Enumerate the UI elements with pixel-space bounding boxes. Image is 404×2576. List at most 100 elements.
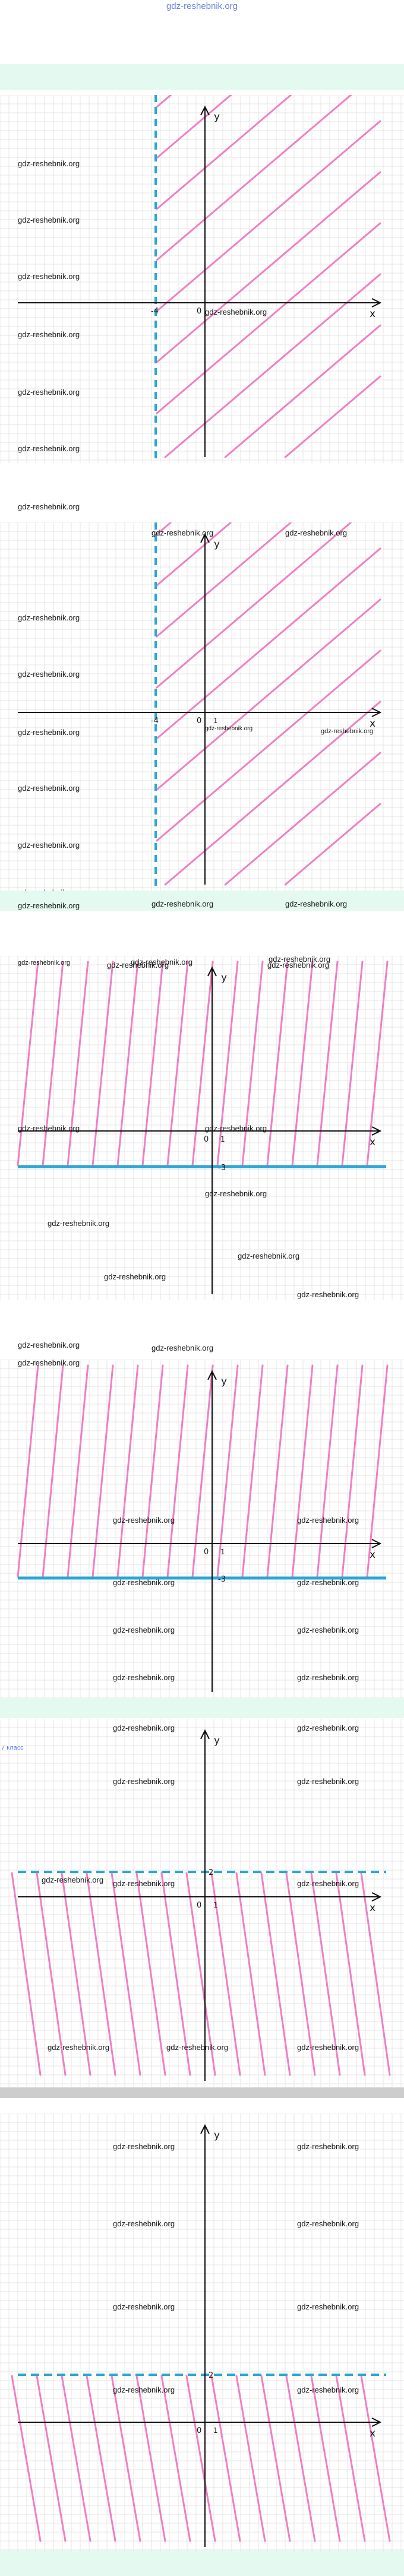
separator-band bbox=[0, 2550, 404, 2576]
watermark-text: gdz-reshebnik.org bbox=[113, 1777, 175, 1786]
hatch-line bbox=[36, 1872, 67, 2076]
y-axis-label: y bbox=[221, 1376, 227, 1387]
watermark-text: gdz-reshebnik.org bbox=[113, 2302, 175, 2311]
watermark-text: gdz-reshebnik.org bbox=[18, 1124, 80, 1133]
hatch-line bbox=[291, 1364, 314, 1578]
hatch-line bbox=[235, 2375, 266, 2542]
watermark-text: gdz-reshebnik.org bbox=[297, 2142, 359, 2151]
hatch-line bbox=[164, 273, 381, 458]
hatch-line bbox=[156, 120, 381, 312]
watermark-text: gdz-reshebnik.org bbox=[113, 1723, 175, 1732]
watermark-text: gdz-reshebnik.org bbox=[18, 888, 80, 891]
hatch-line bbox=[260, 1872, 291, 2076]
y-axis-arrow bbox=[200, 1729, 210, 1739]
x-axis-arrow bbox=[371, 1539, 382, 1548]
hatch-line bbox=[216, 1364, 239, 1578]
hatch-line bbox=[241, 961, 264, 1167]
separator-band bbox=[0, 891, 404, 911]
hatch-line bbox=[156, 222, 381, 414]
x-axis-arrow bbox=[371, 1892, 382, 1902]
hatch-line bbox=[341, 961, 364, 1167]
x-axis-arrow bbox=[371, 2417, 382, 2427]
hatch-line bbox=[316, 1364, 339, 1578]
boundary-value-label: -4 bbox=[151, 717, 159, 725]
watermark-text: gdz-reshebnik.org bbox=[18, 1341, 80, 1349]
hatch-line bbox=[156, 547, 381, 740]
hatch-line bbox=[86, 1872, 116, 2076]
hatch-line bbox=[156, 522, 292, 638]
hatch-line bbox=[111, 1872, 141, 2076]
hatch-line bbox=[191, 1364, 214, 1578]
watermark-text: gdz-reshebnik.org bbox=[18, 784, 80, 793]
watermark-text: gdz-reshebnik.org bbox=[18, 502, 80, 511]
separator-band bbox=[0, 64, 404, 90]
hatch-group bbox=[156, 95, 381, 458]
y-axis-label: y bbox=[214, 538, 220, 550]
watermark-text: gdz-reshebnik.org bbox=[205, 725, 252, 732]
hatch-line bbox=[284, 803, 381, 886]
boundary-value-label: -3 bbox=[218, 1575, 226, 1584]
x-axis-arrow bbox=[371, 298, 382, 308]
hatch-line bbox=[141, 961, 164, 1167]
origin-label: 0 bbox=[204, 1548, 209, 1557]
hatch-line bbox=[191, 961, 214, 1167]
watermark-text: gdz-reshebnik.org bbox=[18, 728, 80, 737]
hatch-line bbox=[156, 522, 232, 587]
hatch-line bbox=[156, 522, 352, 689]
hatch-line bbox=[291, 961, 314, 1167]
hatch-line bbox=[210, 1872, 241, 2076]
watermark-text: gdz-reshebnik.org bbox=[321, 728, 373, 735]
watermark-text: gdz-reshebnik.org bbox=[205, 1189, 267, 1198]
watermark-text: gdz-reshebnik.org bbox=[285, 528, 347, 537]
hatch-line bbox=[156, 522, 172, 536]
hatch-line bbox=[86, 2375, 116, 2542]
x-axis-label: x bbox=[370, 308, 375, 320]
watermark-text: gdz-reshebnik.org bbox=[166, 2043, 228, 2052]
site-title[interactable]: gdz-reshebnik.org bbox=[166, 1, 238, 11]
hatch-line bbox=[156, 171, 381, 363]
hatch-line bbox=[17, 961, 39, 1167]
watermark-text: gdz-reshebnik.org bbox=[267, 961, 329, 969]
watermark-text: gdz-reshebnik.org bbox=[238, 1251, 299, 1260]
watermark-text: gdz-reshebnik.org bbox=[152, 1344, 213, 1352]
watermark-text: gdz-reshebnik.org bbox=[113, 1578, 175, 1587]
hatch-line bbox=[341, 1364, 364, 1578]
y-axis-label: y bbox=[214, 111, 220, 123]
hatch-line bbox=[11, 1872, 42, 2076]
y-axis-arrow bbox=[207, 966, 217, 977]
hatch-line bbox=[166, 1364, 189, 1578]
hatch-line bbox=[111, 2375, 141, 2542]
x-axis-label: x bbox=[370, 718, 375, 730]
hatch-group bbox=[156, 522, 381, 886]
hatch-line bbox=[156, 95, 232, 159]
hatch-line bbox=[366, 1364, 389, 1578]
hatch-line bbox=[360, 1872, 391, 2076]
hatch-line bbox=[266, 961, 289, 1167]
watermark-text: gdz-reshebnik.org bbox=[113, 1879, 175, 1888]
watermark-text: gdz-reshebnik.org bbox=[113, 1516, 175, 1525]
watermark-text: gdz-reshebnik.org bbox=[18, 330, 80, 339]
watermark-text: gdz-reshebnik.org bbox=[113, 2142, 175, 2151]
watermark-text: gdz-reshebnik.org bbox=[113, 2385, 175, 2394]
unit-label: 1 bbox=[220, 1548, 225, 1556]
hatch-line bbox=[91, 961, 114, 1167]
separator-band bbox=[0, 1698, 404, 1718]
watermark-text: gdz-reshebnik.org bbox=[104, 1272, 166, 1281]
hatch-line bbox=[260, 2375, 291, 2542]
watermark-text: gdz-reshebnik.org bbox=[18, 216, 80, 224]
y-axis-arrow bbox=[207, 1370, 217, 1380]
hatch-line bbox=[17, 1364, 39, 1578]
watermark-text: gdz-reshebnik.org bbox=[18, 670, 80, 679]
hatch-line bbox=[156, 95, 292, 210]
watermark-text: gdz-reshebnik.org bbox=[18, 613, 80, 622]
hatch-line bbox=[316, 961, 339, 1167]
watermark-text: gdz-reshebnik.org bbox=[297, 1673, 359, 1682]
grid bbox=[0, 1360, 404, 1698]
hatch-line bbox=[360, 2375, 391, 2542]
watermark-text: gdz-reshebnik.org bbox=[113, 2219, 175, 2228]
hatch-line bbox=[135, 2375, 166, 2542]
hatch-line bbox=[141, 1364, 164, 1578]
hatch-group bbox=[11, 1872, 391, 2076]
